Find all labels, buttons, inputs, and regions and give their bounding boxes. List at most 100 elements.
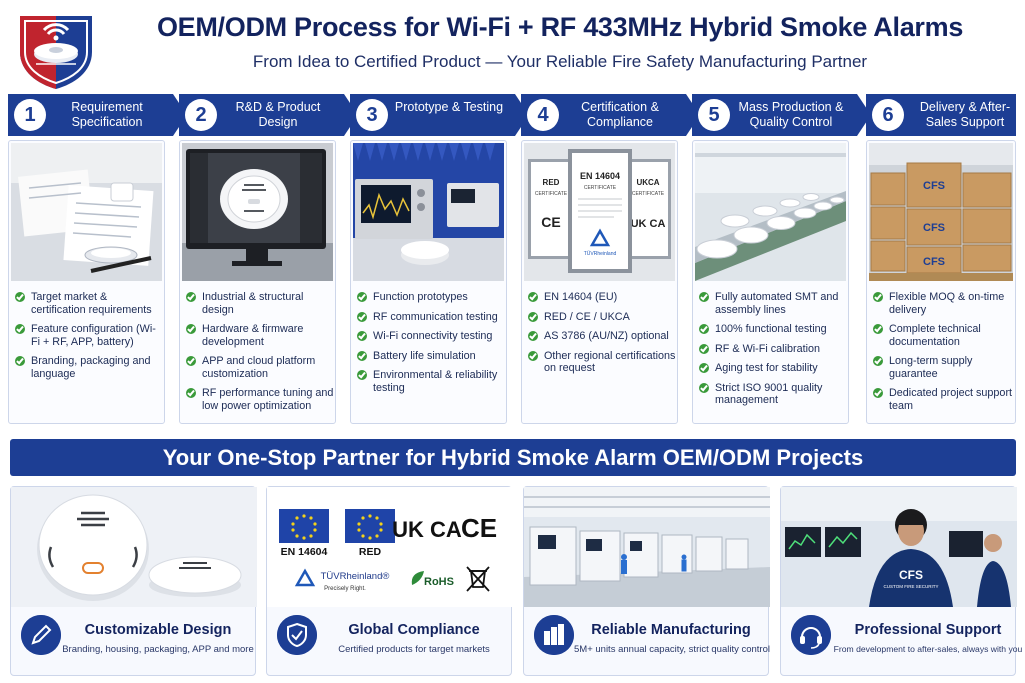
step-number: 5 — [698, 99, 730, 131]
step-header: 4 Certification & Compliance — [521, 94, 700, 136]
pencil-icon — [21, 615, 61, 655]
support-engineers-image: CFS CUSTOM FIRE SECURITY — [781, 487, 1017, 607]
list-item: Long-term supply guarantee — [873, 355, 1021, 380]
step-card: Industrial & structural design Hardware … — [179, 140, 336, 424]
list-item: Aging test for stability — [699, 362, 847, 375]
step-title: Mass Production & Quality Control — [738, 100, 844, 129]
ce-mark-icon: CE — [541, 214, 560, 230]
warehouse-boxes-image: CFS CFS CFS — [869, 143, 1013, 281]
feature-customizable-design: Customizable Design Branding, housing, p… — [10, 486, 257, 676]
check-icon — [186, 388, 196, 398]
step-items: EN 14604 (EU) RED / CE / UKCA AS 3786 (A… — [528, 291, 676, 382]
list-item: RF & Wi-Fi calibration — [699, 343, 847, 356]
feature-desc: 5M+ units annual capacity, strict qualit… — [574, 644, 770, 655]
check-icon — [699, 382, 709, 393]
step-card: CFS CFS CFS Flexible MOQ & on-time deliv… — [866, 140, 1016, 424]
step-items: Fully automated SMT and assembly lines 1… — [699, 291, 847, 414]
check-icon — [357, 331, 367, 341]
step-title: Requirement Specification — [71, 100, 143, 129]
check-icon — [528, 331, 538, 341]
check-icon — [873, 356, 883, 366]
feature-reliable-manufacturing: Reliable Manufacturing 5M+ units annual … — [523, 486, 770, 676]
feature-title: Professional Support — [854, 622, 1002, 638]
check-icon — [873, 388, 883, 398]
partner-banner: Your One-Stop Partner for Hybrid Smoke A… — [10, 439, 1016, 476]
list-item: Other regional certifications on request — [528, 350, 676, 375]
production-line-image — [695, 143, 846, 281]
list-item: Complete technical documentation — [873, 323, 1021, 348]
tuv-mark-icon: TÜVRheinland — [584, 250, 617, 257]
step-3: 3 Prototype & Testing — [350, 94, 529, 424]
process-steps: 1 Requirement Specification Targ — [8, 94, 1018, 424]
list-item: Industrial & structural design — [186, 291, 334, 316]
step-5: 5 Mass Production & Quality Control — [692, 94, 871, 424]
step-header: 3 Prototype & Testing — [350, 94, 529, 136]
step-number: 1 — [14, 99, 46, 131]
rf-test-lab-image — [353, 143, 504, 281]
smoke-alarm-product-image — [11, 487, 257, 607]
list-item: RF communication testing — [357, 311, 505, 324]
page-title: OEM/ODM Process for Wi-Fi + RF 433MHz Hy… — [156, 12, 964, 42]
feature-desc: Branding, housing, packaging, APP and mo… — [62, 644, 254, 655]
weee-bin-icon — [466, 566, 490, 592]
step-header: 2 R&D & Product Design — [179, 94, 358, 136]
headset-icon — [791, 615, 831, 655]
list-item: Fully automated SMT and assembly lines — [699, 291, 847, 316]
brand-logo-icon — [20, 16, 92, 89]
step-title: Prototype & Testing — [394, 100, 504, 114]
cad-monitor-image — [182, 143, 333, 281]
list-item: 100% functional testing — [699, 323, 847, 336]
ukca-mark-icon: UK CA — [392, 517, 462, 542]
step-number: 2 — [185, 99, 217, 131]
list-item: Strict ISO 9001 quality management — [699, 382, 847, 407]
step-number: 4 — [527, 99, 559, 131]
cert-left-sub: CERTIFICATE — [535, 191, 568, 197]
step-items: Function prototypes RF communication tes… — [357, 291, 505, 401]
check-icon — [15, 324, 25, 334]
page-subtitle: From Idea to Certified Product — Your Re… — [252, 52, 868, 71]
check-icon — [528, 311, 538, 322]
list-item: Hardware & firmware development — [186, 323, 334, 348]
check-icon — [699, 324, 709, 334]
list-item: Battery life simulation — [357, 350, 505, 363]
feature-title: Reliable Manufacturing — [591, 622, 751, 638]
check-icon — [15, 292, 25, 302]
list-item: RF performance tuning and low power opti… — [186, 387, 334, 412]
check-icon — [528, 292, 538, 302]
check-icon — [357, 311, 367, 322]
box-label: CFS — [923, 180, 945, 192]
tuv-label: TÜVRheinland® — [321, 571, 390, 582]
step-title: Certification & Compliance — [581, 100, 659, 129]
check-icon — [357, 292, 367, 302]
box-label: CFS — [923, 256, 945, 268]
feature-desc: Certified products for target markets — [338, 644, 490, 655]
shield-check-icon — [277, 615, 317, 655]
check-icon — [357, 370, 367, 380]
cert-right-sub: CERTIFICATE — [632, 191, 665, 197]
check-icon — [15, 356, 25, 366]
requirements-desk-image — [11, 143, 162, 281]
list-item: APP and cloud platform customization — [186, 355, 334, 380]
step-header: 6 Delivery & After-Sales Support — [866, 94, 1016, 136]
list-item: RED / CE / UKCA — [528, 311, 676, 324]
check-icon — [699, 363, 709, 373]
check-icon — [186, 324, 196, 334]
feature-global-compliance: EN 14604 RED UK CA CE TÜVRheinland® Prec… — [266, 486, 513, 676]
feature-desc: From development to after-sales, always … — [833, 644, 1023, 654]
ukca-mark-icon: UK CA — [631, 218, 666, 230]
tuv-tagline: Precisely Right. — [324, 586, 366, 592]
step-title: R&D & Product Design — [235, 100, 321, 129]
list-item: Wi-Fi connectivity testing — [357, 330, 505, 343]
step-2: 2 R&D & Product Design Industrial & stru… — [179, 94, 358, 424]
compliance-logos-image: EN 14604 RED UK CA CE TÜVRheinland® Prec… — [267, 487, 513, 607]
factory-icon — [534, 615, 574, 655]
list-item: Target market & certification requiremen… — [15, 291, 163, 316]
red-label: RED — [359, 546, 382, 558]
rohs-label: RoHS — [424, 576, 454, 588]
step-4: 4 Certification & Compliance RED CERTIFI… — [521, 94, 700, 424]
check-icon — [186, 356, 196, 366]
list-item: Branding, packaging and language — [15, 355, 163, 380]
list-item: Function prototypes — [357, 291, 505, 304]
cert-center-sub: CERTIFICATE — [584, 185, 617, 191]
cert-right-title: UKCA — [636, 178, 659, 187]
